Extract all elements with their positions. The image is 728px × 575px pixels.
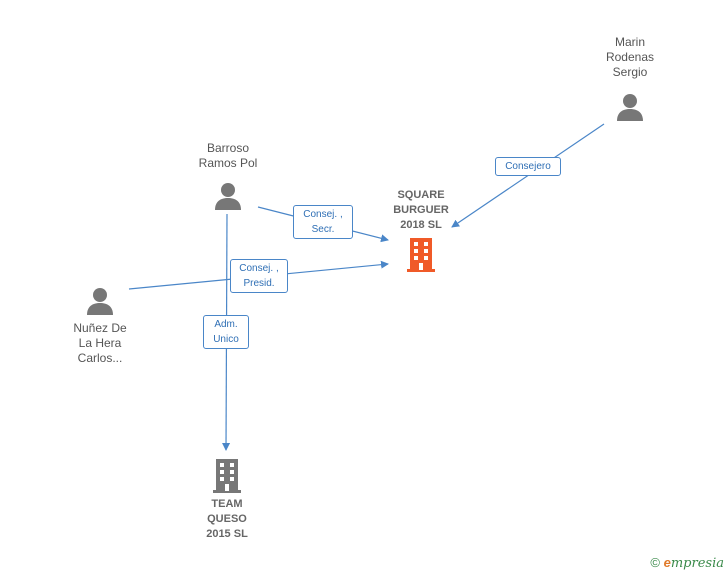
company-name: TEAM QUESO 2015 SL (206, 498, 248, 540)
person-name: Nuñez De La Hera Carlos... (73, 321, 127, 365)
copyright-icon: © (650, 555, 660, 570)
company-name: SQUARE BURGUER 2018 SL (393, 189, 449, 231)
person-node-barroso[interactable]: Barroso Ramos Pol (182, 141, 274, 211)
relation-label-adm-unico[interactable]: Adm. Unico (203, 315, 249, 349)
relation-label-consej-presid[interactable]: Consej. , Presid. (230, 259, 288, 293)
copyright-footer: © empresia (650, 555, 724, 571)
relation-label-consejero[interactable]: Consejero (495, 157, 561, 176)
person-name: Barroso Ramos Pol (198, 141, 258, 170)
person-node-nunez[interactable]: Nuñez De La Hera Carlos... (54, 286, 146, 366)
relation-label-consej-secr[interactable]: Consej. , Secr. (293, 205, 353, 239)
person-name: Marin Rodenas Sergio (605, 35, 655, 79)
company-node-square-burguer[interactable]: SQUARE BURGUER 2018 SL (376, 188, 466, 273)
brand-logo-initial: e (663, 555, 671, 570)
person-node-marin[interactable]: Marin Rodenas Sergio (584, 35, 676, 122)
building-icon (213, 459, 241, 493)
person-icon (617, 94, 643, 121)
brand-logo-text: mpresia (670, 556, 724, 571)
building-icon (407, 238, 435, 272)
company-node-team-queso[interactable]: TEAM QUESO 2015 SL (182, 458, 272, 542)
person-icon (215, 183, 241, 210)
person-icon (87, 288, 113, 315)
